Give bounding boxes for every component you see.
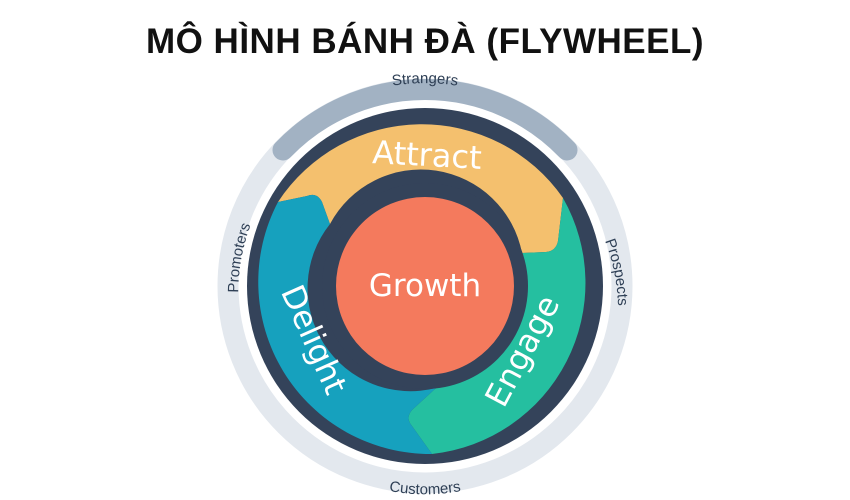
outer-ring-strangers-band xyxy=(272,79,578,161)
engage-segment xyxy=(408,198,586,454)
attract-segment xyxy=(278,124,563,253)
strangers-label: Strangers xyxy=(391,70,460,90)
growth-label: Growth xyxy=(369,268,481,304)
growth-hub xyxy=(336,197,514,375)
customers-label: Customers xyxy=(388,478,462,498)
page-title: MÔ HÌNH BÁNH ĐÀ (FLYWHEEL) xyxy=(145,22,705,61)
customers-label-path: Customers xyxy=(388,478,462,498)
attract-label: Attract xyxy=(371,133,482,177)
strangers-label-path: Strangers xyxy=(391,70,460,90)
delight-segment xyxy=(258,194,436,455)
